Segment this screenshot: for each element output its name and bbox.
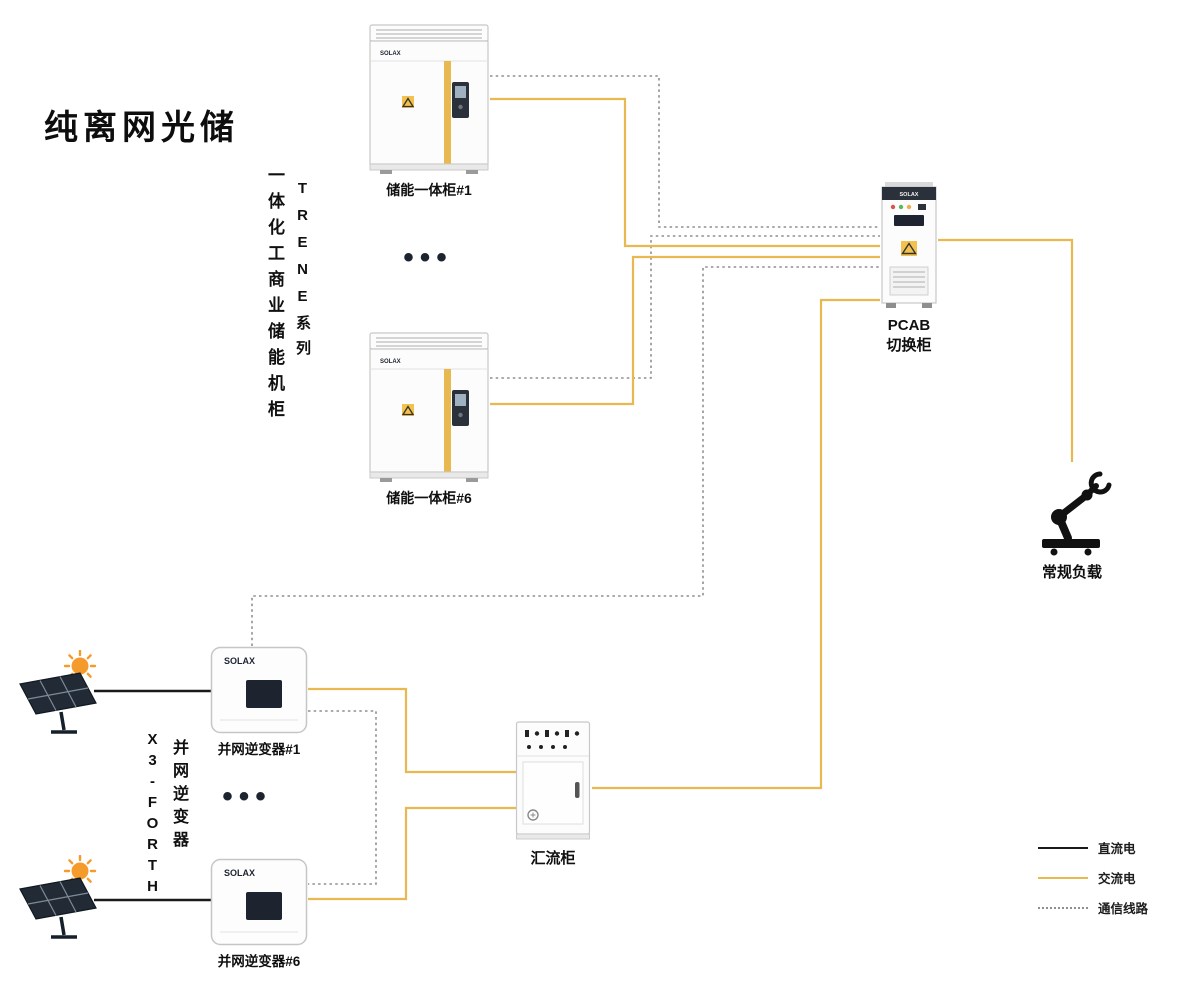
inverter-vertical-label-model: X3-FORTH (144, 731, 161, 899)
inverter-icon: SOLAX (210, 646, 308, 734)
storage-vertical-label-cn: 一体化工商业储能机柜 (265, 166, 284, 426)
pcab-label: PCAB 切换柜 (886, 316, 931, 355)
storage-cabinet-icon: SOLAX (369, 332, 489, 482)
legend-label-ac: 交流电 (1098, 872, 1136, 886)
pv-array-2 (16, 855, 108, 943)
solar-panel-icon (19, 855, 97, 939)
storage-ellipsis: ••• (403, 241, 453, 274)
comm-line-swatch (1038, 906, 1088, 909)
inverter-icon: SOLAX (210, 858, 308, 946)
regular-load: 常规负载 (1030, 464, 1114, 583)
legend-item-comm: 通信线路 (1038, 898, 1148, 917)
pcab-label-line2: 切换柜 (886, 336, 932, 354)
pcab-cabinet-icon: SOLAX (881, 182, 937, 308)
pv-array-1 (16, 650, 108, 738)
storage-cabinet-6-label: 储能一体柜#6 (386, 490, 472, 506)
solar-panel-icon (19, 650, 97, 734)
page-title: 纯离网光储 (44, 109, 239, 147)
robot-arm-icon (1042, 471, 1112, 556)
inverter-vertical-label-cn: 并网逆变器 (170, 739, 187, 854)
combiner-cabinet-label: 汇流柜 (530, 850, 576, 867)
combiner-cabinet: 汇流柜 (515, 720, 591, 869)
pcab-cabinet: SOLAX PCAB 切换柜 (849, 181, 969, 355)
legend-item-dc: 直流电 (1038, 838, 1148, 857)
inverter-ellipsis: ••• (222, 780, 272, 813)
comm-line-cabinet6-to-pcab (490, 235, 880, 379)
ac-line-inverter6-to-combiner (308, 806, 516, 901)
storage-vertical-label-series: TRENE系列 (294, 180, 311, 365)
legend-label-dc: 直流电 (1098, 842, 1136, 856)
brand-logo: SOLAX (380, 51, 401, 57)
grid-inverter-1: SOLAX 并网逆变器#1 (210, 646, 308, 759)
brand-logo: SOLAX (224, 868, 255, 878)
storage-cabinet-1-label: 储能一体柜#1 (386, 182, 472, 198)
storage-cabinet-1: SOLAX 储能一体柜#1 (368, 24, 490, 199)
ac-line-cabinet1-to-pcab (490, 97, 880, 248)
ac-line-swatch (1038, 876, 1088, 879)
ac-line-combiner-to-pcab (592, 298, 880, 790)
comm-line-inverter1-to-inverter6 (308, 710, 377, 885)
legend: 直流电 交流电 通信线路 (1038, 838, 1148, 917)
legend-label-comm: 通信线路 (1098, 902, 1149, 916)
legend-item-ac: 交流电 (1038, 868, 1148, 887)
dc-line-swatch (1038, 846, 1088, 849)
combiner-cabinet-icon (515, 721, 591, 840)
regular-load-label: 常规负载 (1041, 564, 1102, 581)
ac-line-pcab-to-load (938, 238, 1074, 462)
comm-line-inverters-to-pcab (251, 266, 880, 646)
ac-line-cabinet6-to-pcab (490, 255, 880, 406)
storage-cabinet-icon: SOLAX (369, 24, 489, 174)
brand-logo: SOLAX (900, 192, 919, 198)
storage-group-vertical-label: 一体化工商业储能机柜 TRENE系列 (262, 166, 313, 426)
grid-inverter-6: SOLAX 并网逆变器#6 (210, 858, 308, 971)
storage-cabinet-6: SOLAX 储能一体柜#6 (368, 332, 490, 507)
inverter-group-vertical-label: X3-FORTH 并网逆变器 (144, 731, 190, 899)
grid-inverter-1-label: 并网逆变器#1 (217, 742, 301, 757)
ac-line-inverter1-to-combiner (308, 687, 516, 774)
grid-inverter-6-label: 并网逆变器#6 (217, 954, 301, 969)
brand-logo: SOLAX (224, 656, 255, 666)
brand-logo: SOLAX (380, 359, 401, 365)
pcab-label-line1: PCAB (887, 317, 931, 334)
